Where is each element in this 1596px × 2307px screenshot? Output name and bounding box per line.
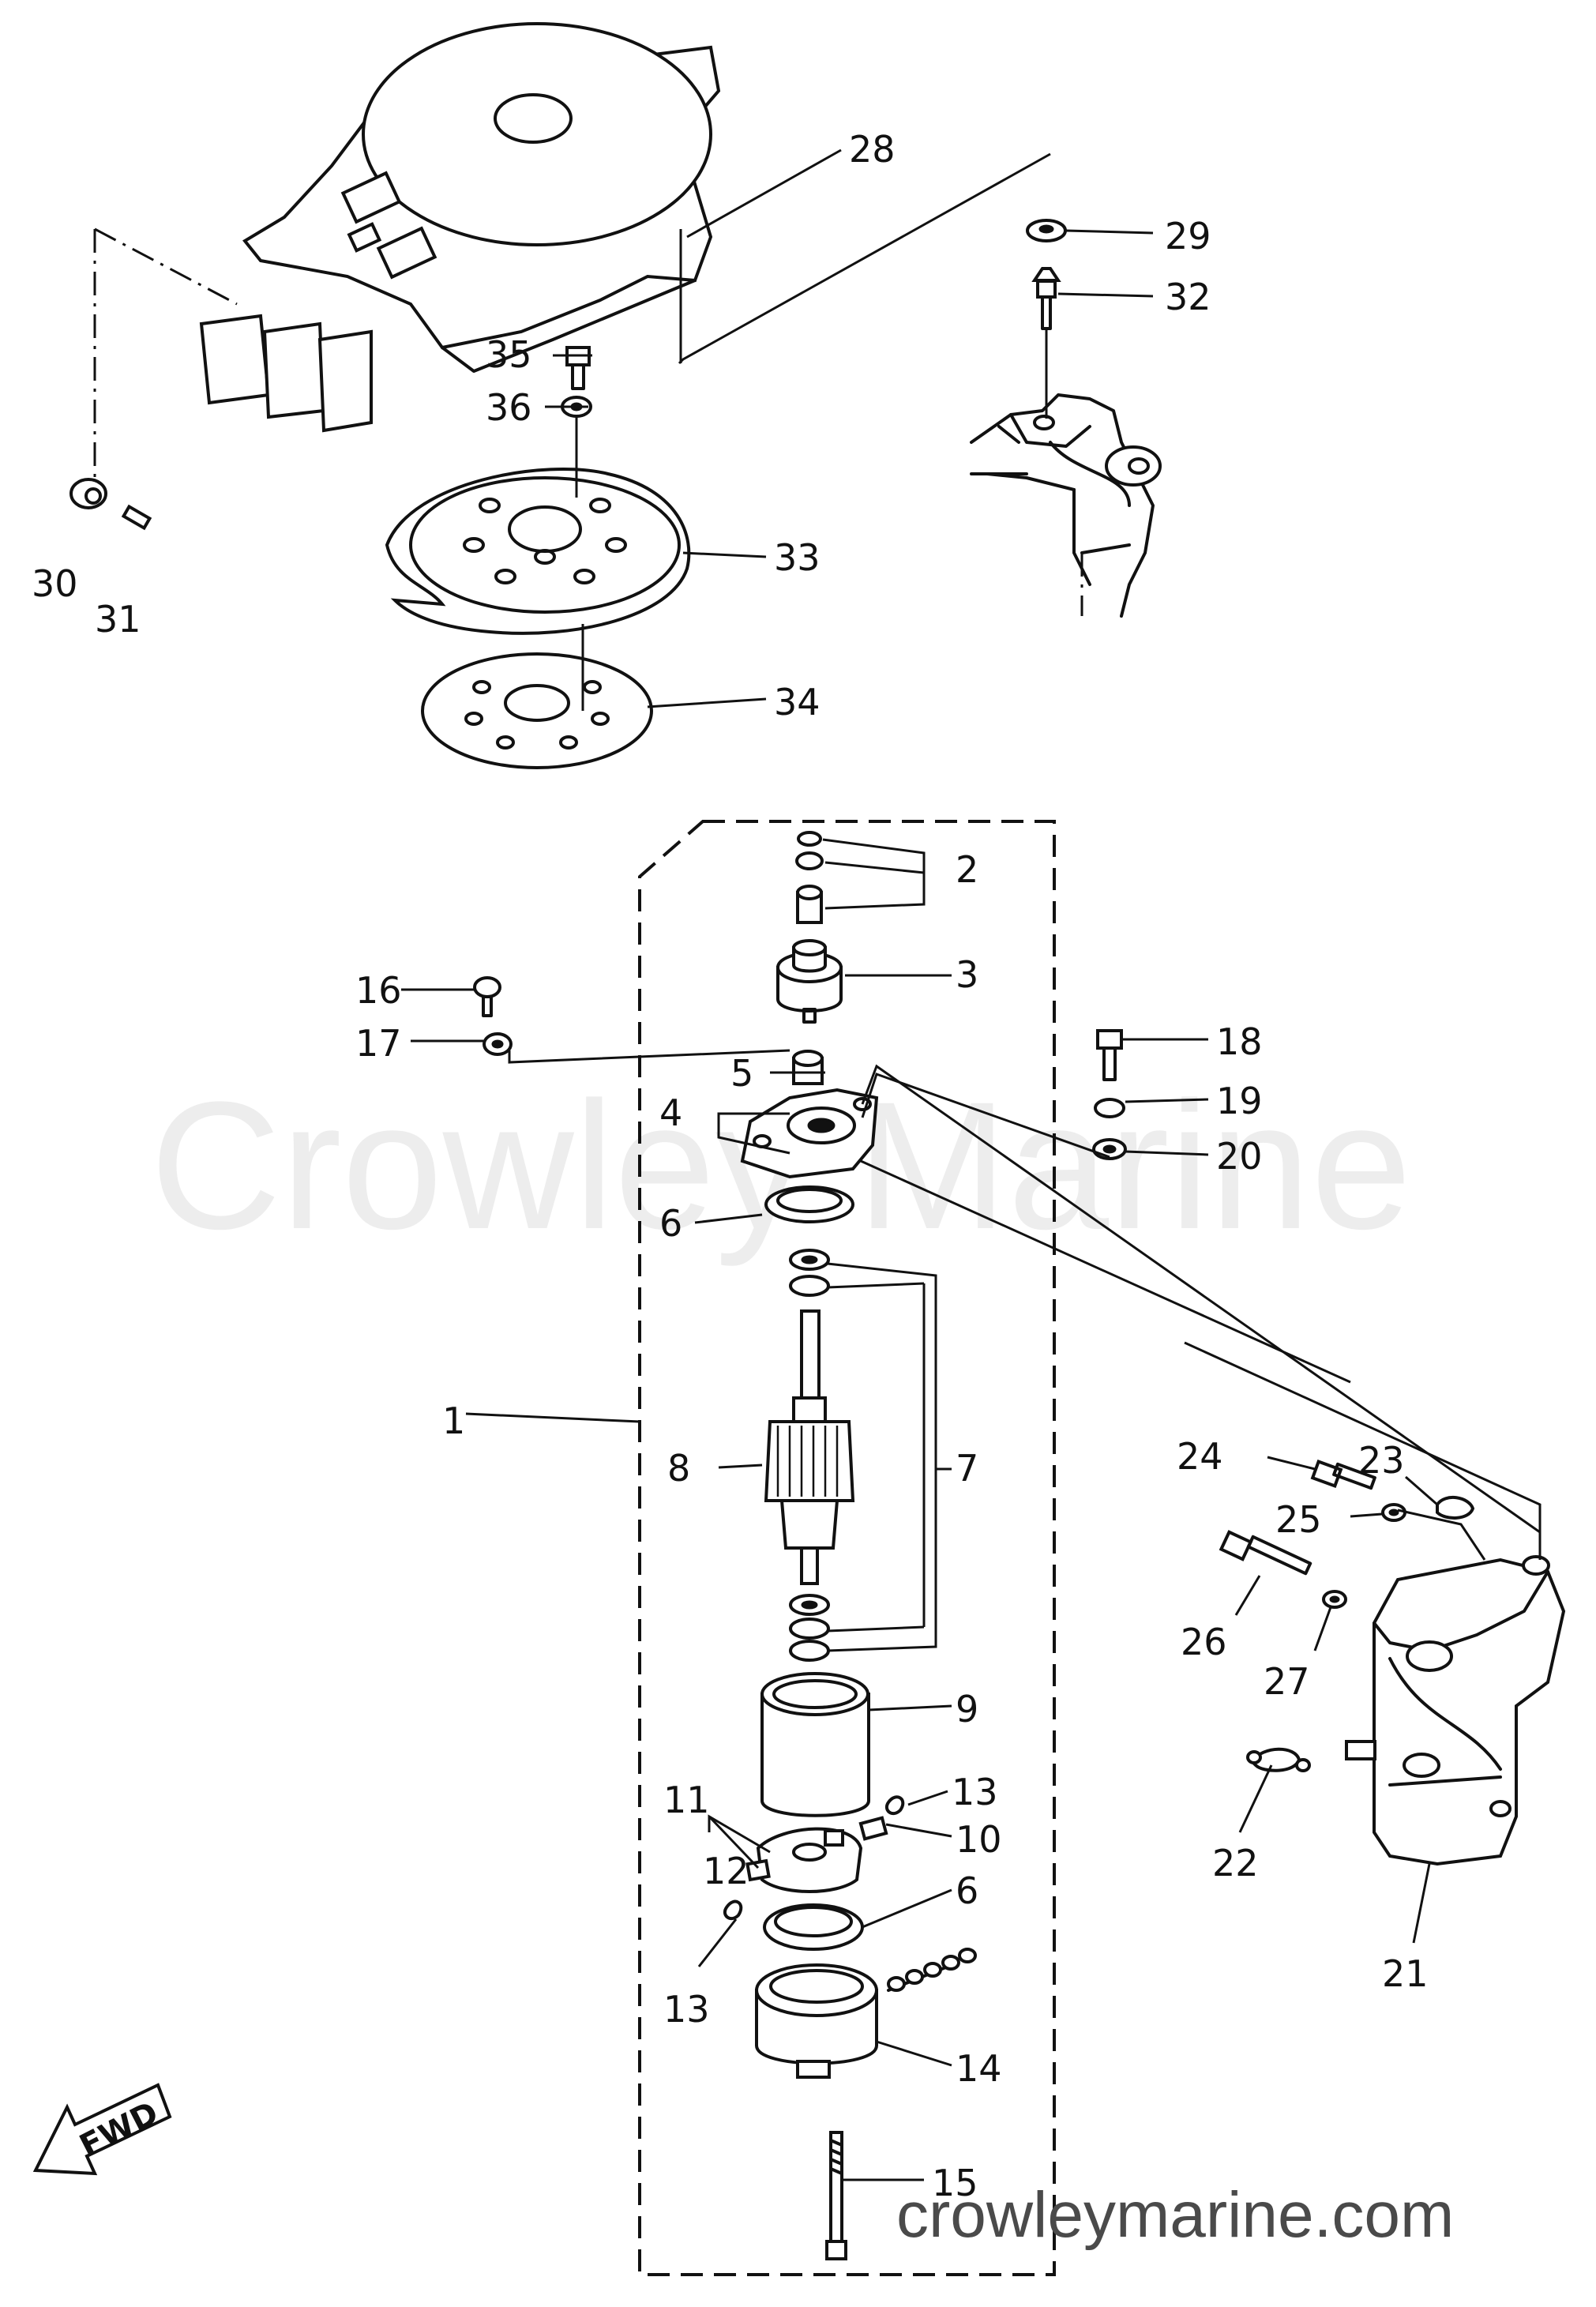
mount-screw — [1031, 267, 1061, 330]
callout-31: 31 — [95, 598, 141, 641]
callout-5: 5 — [730, 1052, 753, 1095]
starter-assembly-outline — [638, 820, 1056, 2276]
callout-9: 9 — [956, 1688, 978, 1730]
bolt-26 — [1219, 1530, 1312, 1576]
grommet — [69, 478, 107, 509]
starter-bracket — [1345, 1555, 1566, 1866]
callout-27: 27 — [1264, 1660, 1310, 1703]
callout-11: 11 — [663, 1779, 710, 1821]
clamp — [1436, 1495, 1475, 1520]
fwd-arrow: FWD — [32, 2083, 172, 2176]
washer-set-lower — [789, 1594, 830, 1662]
brush-spring — [723, 1795, 905, 1921]
screw-16 — [473, 976, 501, 1017]
callout-6-upper: 6 — [659, 1202, 682, 1245]
dowel-pin — [121, 504, 152, 531]
lock-washer-19 — [1094, 1098, 1125, 1118]
armature — [764, 1309, 855, 1585]
callout-7: 7 — [956, 1447, 978, 1490]
callout-19: 19 — [1216, 1080, 1263, 1122]
callout-14: 14 — [956, 2047, 1002, 2090]
pinion-gear — [776, 939, 843, 1024]
callout-3: 3 — [956, 953, 978, 996]
callout-20: 20 — [1216, 1135, 1263, 1178]
callout-18: 18 — [1216, 1020, 1263, 1063]
callout-2: 2 — [956, 848, 978, 891]
retaining-clip — [795, 831, 824, 924]
callout-33: 33 — [774, 536, 821, 579]
callout-13-upper: 13 — [952, 1771, 998, 1813]
callout-15: 15 — [932, 2162, 978, 2204]
bushing — [792, 1050, 824, 1085]
callout-4: 4 — [659, 1092, 682, 1134]
callout-25: 25 — [1275, 1498, 1322, 1541]
callout-26: 26 — [1181, 1621, 1227, 1663]
callout-10: 10 — [956, 1818, 1002, 1861]
callout-16: 16 — [355, 969, 402, 1012]
callout-34: 34 — [774, 681, 821, 723]
callout-32: 32 — [1165, 276, 1211, 318]
through-bolt — [825, 2131, 847, 2260]
washer-set-upper — [789, 1249, 830, 1297]
end-cover — [755, 1948, 977, 2079]
callout-17: 17 — [355, 1022, 402, 1065]
callout-36: 36 — [486, 386, 532, 429]
callout-labels: 1 2 3 4 5 6 6 7 8 9 10 11 12 13 13 14 15… — [32, 128, 1429, 2204]
callout-23: 23 — [1358, 1439, 1405, 1482]
engine-bracket — [970, 393, 1162, 618]
leader-lines — [401, 148, 1438, 2181]
brush — [858, 1816, 888, 1841]
callout-21: 21 — [1382, 1952, 1429, 1995]
callout-22: 22 — [1212, 1842, 1259, 1884]
callout-29: 29 — [1165, 215, 1211, 257]
yoke — [760, 1672, 870, 1817]
flywheel — [385, 468, 691, 635]
washer-25 — [1381, 1503, 1406, 1522]
callout-28: 28 — [849, 128, 896, 171]
bolt-18 — [1096, 1029, 1123, 1081]
callout-35: 35 — [486, 333, 532, 376]
callout-6-lower: 6 — [956, 1869, 978, 1912]
flywheel-cover — [199, 22, 721, 433]
grommet-top — [1026, 219, 1067, 242]
o-ring-upper — [764, 1185, 854, 1223]
callout-1: 1 — [442, 1400, 465, 1442]
washer-27 — [1322, 1590, 1347, 1609]
washer-20 — [1092, 1138, 1127, 1160]
callout-12: 12 — [703, 1850, 749, 1892]
brush-holder — [756, 1827, 863, 1893]
callout-13-lower: 13 — [663, 1988, 710, 2031]
flywheel-nut — [565, 346, 591, 390]
washer-17 — [483, 1032, 513, 1056]
hose-clip — [1246, 1747, 1311, 1772]
brush-left — [745, 1858, 771, 1882]
bolt-24 — [1310, 1459, 1376, 1490]
site-label: crowleymarine.com — [896, 2179, 1454, 2251]
callout-8: 8 — [667, 1447, 690, 1490]
o-ring-lower — [763, 1903, 864, 1951]
callout-30: 30 — [32, 562, 78, 605]
flywheel-plate — [421, 652, 653, 769]
callout-24: 24 — [1177, 1435, 1223, 1478]
